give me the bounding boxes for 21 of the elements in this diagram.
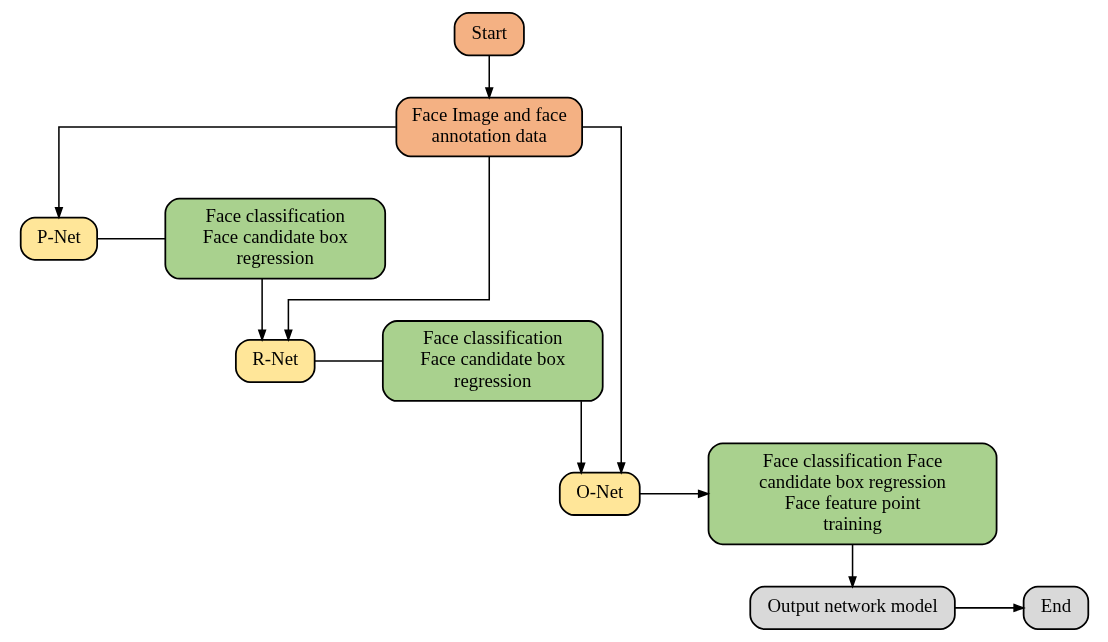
connector: [313, 360, 384, 362]
arrow: [847, 543, 857, 589]
arrow: [638, 489, 710, 499]
node-box: Output network model: [748, 585, 956, 630]
arrow: [257, 277, 266, 343]
node-box: Face classification Face candidate box regression: [163, 197, 386, 280]
arrow: [54, 126, 397, 220]
node-box: R-Net: [234, 338, 315, 383]
node-box: Face classification Face candidate box regression Face feature point training: [707, 442, 997, 546]
connector: [96, 237, 166, 240]
arrow: [283, 155, 490, 342]
arrow: [484, 54, 494, 100]
node-box: Face classification Face candidate box regression: [381, 320, 604, 402]
node-box: End: [1022, 585, 1089, 630]
arrow: [581, 126, 626, 475]
node-box: O-Net: [558, 471, 641, 516]
arrow: [576, 400, 586, 475]
node-box: P-Net: [19, 216, 98, 261]
node-box: Start: [453, 12, 525, 57]
arrow: [953, 603, 1026, 613]
node-box: Face Image and face annotation data: [395, 96, 583, 158]
